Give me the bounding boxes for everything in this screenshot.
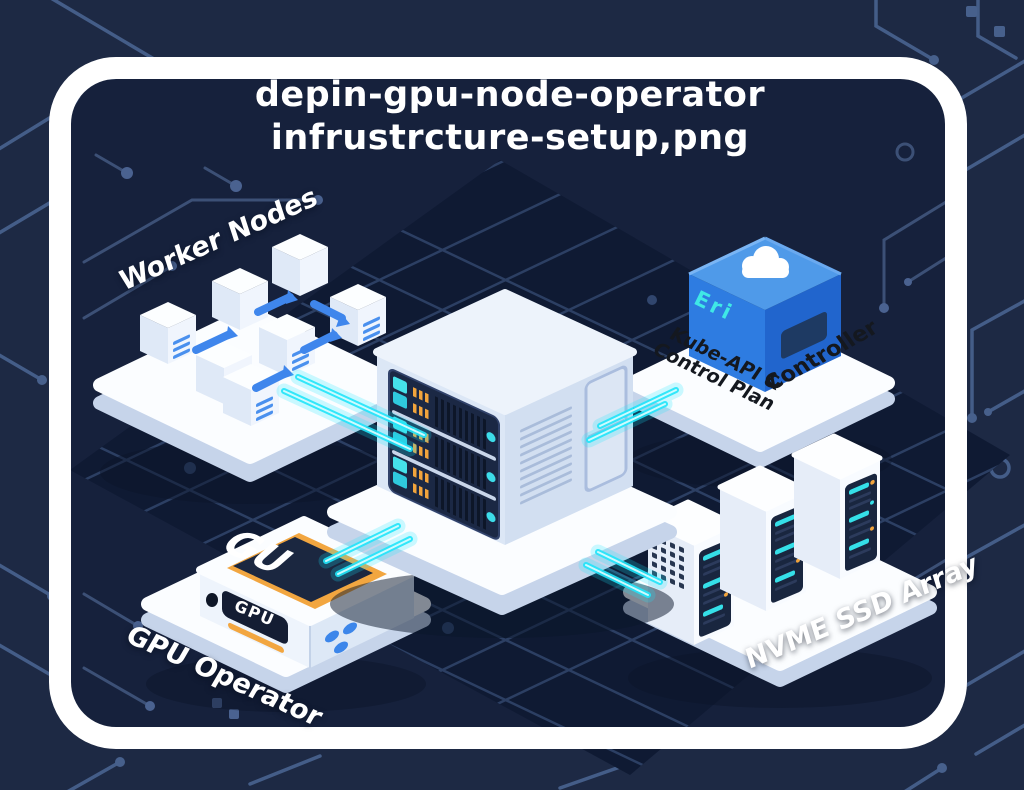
worker-link-arrows — [192, 293, 346, 392]
worker-link-arrowheads — [226, 290, 350, 379]
worker-cube-slots — [173, 316, 380, 421]
circuit-pads-inner — [121, 167, 912, 719]
server-rack-panel — [388, 369, 500, 540]
cube-side-panel — [781, 312, 827, 359]
gpu-leds — [325, 622, 357, 654]
nvme-tower — [794, 436, 880, 579]
title-line-2: infrustrcture-setup,png — [270, 118, 750, 159]
gpu-card-die — [233, 537, 373, 602]
server-side-vents — [520, 406, 572, 505]
title-line-1: depin-gpu-node-operator — [254, 75, 766, 115]
cloud-icon — [742, 246, 789, 278]
nvme-tower — [720, 468, 806, 611]
worker-nodes-group — [93, 234, 407, 504]
gpu-front-badge — [222, 591, 288, 653]
central-server-group — [327, 289, 677, 638]
server-cube — [373, 289, 637, 545]
gpu-port — [206, 593, 218, 607]
diagram-title: depin-gpu-node-operator infrustrcture-se… — [162, 74, 858, 161]
nvme-array-group — [623, 436, 937, 708]
frame-border — [49, 57, 967, 749]
kube-cube — [688, 236, 842, 392]
